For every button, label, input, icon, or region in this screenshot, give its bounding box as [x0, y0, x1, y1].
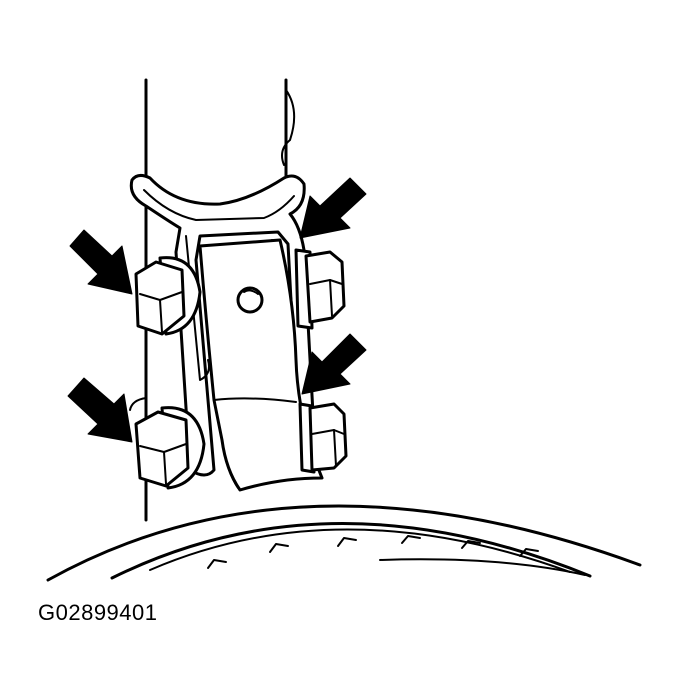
arrow-lower-left-bolt [67, 377, 133, 443]
upper-left-bolt [134, 256, 202, 336]
arrow-upper-left-bolt [69, 229, 133, 295]
brake-rotor [46, 504, 642, 582]
lower-right-nut [298, 402, 348, 474]
arrow-lower-right-nut [301, 333, 367, 395]
arrow-upper-right-nut [299, 177, 367, 239]
knuckle-hole [236, 286, 264, 314]
lower-left-bolt [134, 406, 206, 490]
steering-knuckle [198, 238, 324, 492]
upper-right-nut [294, 248, 346, 330]
figure-id-label: G02899401 [38, 600, 158, 625]
callout-arrows [67, 177, 367, 443]
